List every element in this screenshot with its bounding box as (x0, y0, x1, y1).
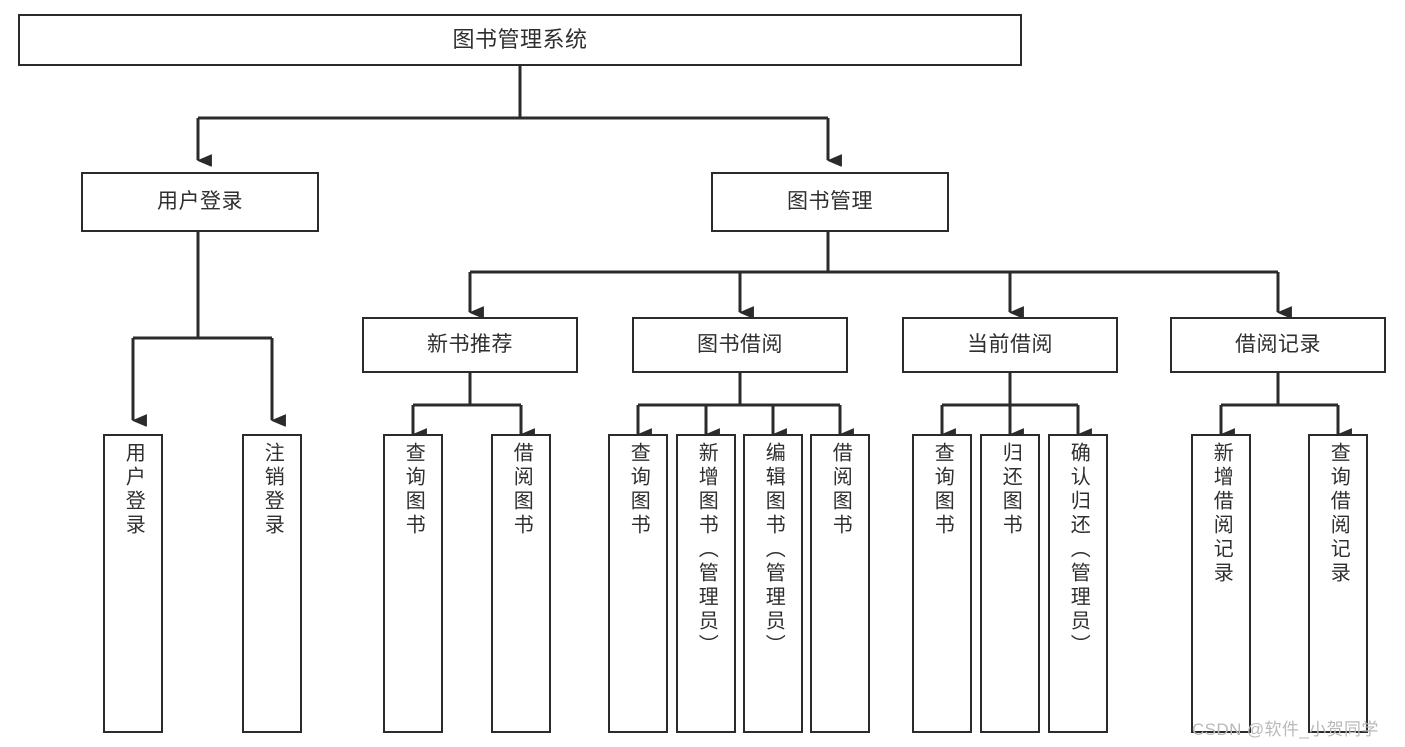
node-label: 图书借阅 (697, 332, 783, 356)
borrow-records-to-leaves-connectors (1219, 373, 1338, 434)
node-user-login[interactable]: 用户登录 (81, 172, 319, 232)
node-label: 借阅记录 (1235, 332, 1321, 356)
node-label: 用户登录 (122, 442, 145, 538)
node-label: 图书管理 (787, 189, 873, 213)
node-label: 借阅图书 (510, 442, 533, 538)
book-manage-to-level2-connectors (468, 232, 1278, 312)
leaf-query-book-borrow[interactable]: 查询图书 (608, 434, 668, 733)
node-label: 查询借阅记录 (1327, 442, 1350, 586)
node-current-borrow[interactable]: 当前借阅 (902, 317, 1118, 373)
book-borrow-to-leaves-connectors (636, 373, 840, 434)
new-book-to-leaves-connectors (411, 373, 521, 434)
leaf-query-book-current[interactable]: 查询图书 (912, 434, 972, 733)
node-book-management[interactable]: 图书管理 (711, 172, 949, 232)
leaf-add-book-admin[interactable]: 新增图书（管理员） (676, 434, 736, 733)
node-label: 查询图书 (931, 442, 954, 538)
node-borrow-records[interactable]: 借阅记录 (1170, 317, 1386, 373)
root-to-level1-connectors (196, 66, 828, 160)
node-label: 查询图书 (627, 442, 650, 538)
leaf-add-borrow-record[interactable]: 新增借阅记录 (1191, 434, 1251, 733)
leaf-return-book[interactable]: 归还图书 (980, 434, 1040, 733)
user-login-to-leaves-connectors (131, 232, 272, 420)
leaf-query-borrow-record[interactable]: 查询借阅记录 (1308, 434, 1368, 733)
node-label: 确认归还（管理员） (1067, 442, 1090, 658)
node-label: 当前借阅 (967, 332, 1053, 356)
node-label: 注销登录 (261, 442, 284, 538)
node-label: 借阅图书 (829, 442, 852, 538)
leaf-user-login[interactable]: 用户登录 (103, 434, 163, 733)
node-label: 编辑图书（管理员） (762, 442, 785, 658)
node-book-borrow[interactable]: 图书借阅 (632, 317, 848, 373)
node-label: 新书推荐 (427, 332, 513, 356)
leaf-logout[interactable]: 注销登录 (242, 434, 302, 733)
node-new-book-recommend[interactable]: 新书推荐 (362, 317, 578, 373)
node-label: 用户登录 (157, 189, 243, 213)
node-label: 图书管理系统 (452, 27, 588, 53)
leaf-query-book-recommend[interactable]: 查询图书 (383, 434, 443, 733)
leaf-edit-book-admin[interactable]: 编辑图书（管理员） (743, 434, 803, 733)
leaf-confirm-return-admin[interactable]: 确认归还（管理员） (1048, 434, 1108, 733)
node-label: 查询图书 (402, 442, 425, 538)
node-label: 归还图书 (999, 442, 1022, 538)
leaf-borrow-book[interactable]: 借阅图书 (810, 434, 870, 733)
leaf-borrow-book-recommend[interactable]: 借阅图书 (491, 434, 551, 733)
node-label: 新增图书（管理员） (695, 442, 718, 658)
node-root-system[interactable]: 图书管理系统 (18, 14, 1022, 66)
node-label: 新增借阅记录 (1210, 442, 1233, 586)
current-borrow-to-leaves-connectors (940, 373, 1078, 434)
csdn-watermark: CSDN @软件_小贺同学 (1192, 720, 1379, 739)
